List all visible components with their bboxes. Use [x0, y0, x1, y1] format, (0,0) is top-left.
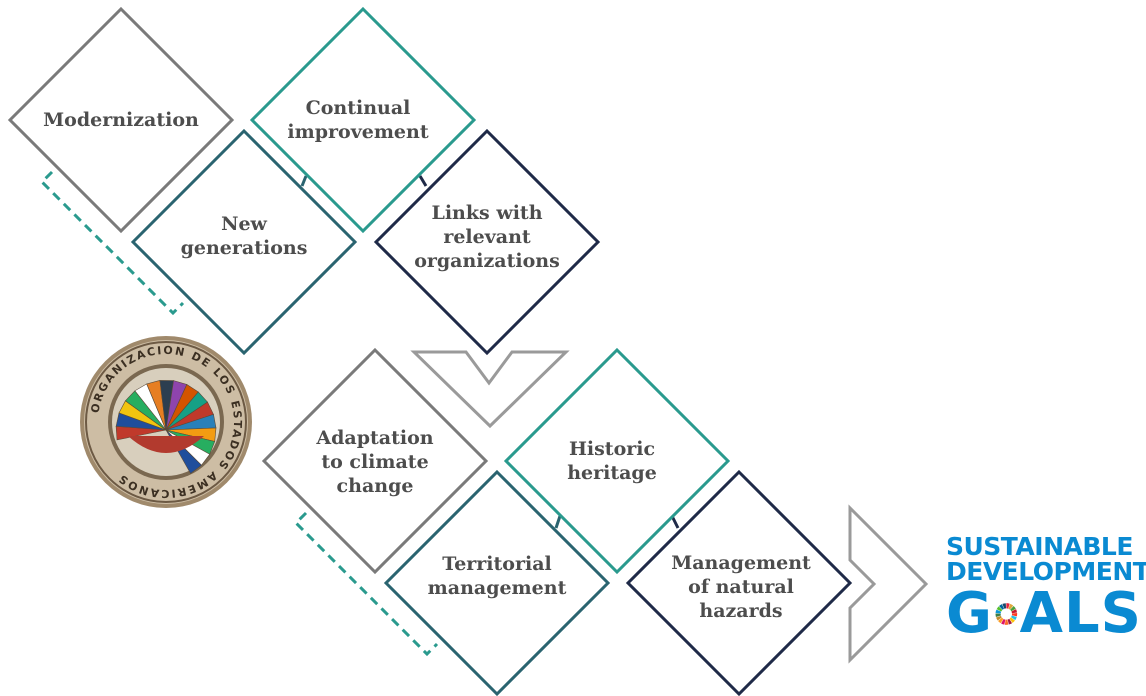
label-adaptation-climate: Adaptation to climate change: [316, 427, 434, 497]
sdg-wheel-segment: [996, 606, 1003, 612]
sdg-wheel-segment: [998, 617, 1004, 624]
sdg-wheel-segment: [1006, 603, 1010, 609]
label-new-generations: New generations: [180, 213, 308, 259]
chevron-right-arrow: [848, 504, 929, 664]
sdg-wheel-segment: [1011, 613, 1018, 617]
diamond-new-generations: [130, 128, 358, 356]
sdg-goals-suffix: ALS: [1019, 581, 1142, 646]
label-continual-improvement: Continual improvement: [287, 97, 429, 143]
sdg-wheel-segment: [1008, 603, 1014, 610]
connector-dashed-bottom: [293, 511, 439, 657]
sdg-wheel-segment: [995, 613, 1001, 617]
sdg-line-goals: G ALS: [946, 586, 1142, 642]
diamond-historic-heritage: [503, 347, 731, 575]
sdg-wheel-segment: [1001, 618, 1006, 625]
sdg-wheel-segment: [1010, 606, 1016, 612]
label-links-organizations: Links with relevant organizations: [414, 202, 560, 272]
label-natural-hazards: Management of natural hazards: [671, 552, 811, 622]
connector-small: [300, 175, 308, 187]
sdg-wheel-icon: [995, 603, 1018, 625]
diamond-adaptation-climate: [261, 347, 489, 575]
connector-small: [554, 515, 562, 529]
sdg-wheel-segment: [1009, 617, 1015, 623]
diamond-natural-hazards: [625, 469, 853, 696]
diamond-continual-improvement: [249, 6, 477, 234]
diamond-modernization: [7, 6, 235, 234]
sdg-goals-prefix: G: [946, 581, 993, 646]
seal-base: [128, 436, 204, 453]
sdg-wheel-segment: [999, 604, 1004, 610]
oas-seal: ORGANIZACION DE LOS ESTADOS AMERICANOS: [80, 336, 252, 508]
sdg-line-development: DEVELOPMENT: [946, 557, 1146, 586]
sdg-wheel-segment: [1010, 615, 1017, 621]
diamond-links-organizations: [373, 128, 601, 356]
label-historic-heritage: Historic heritage: [567, 438, 657, 484]
sdg-line-sustainable: SUSTAINABLE: [946, 532, 1133, 561]
diamond-territorial-management: [383, 469, 611, 696]
connector-small: [418, 175, 428, 187]
sdg-wheel-segment: [1002, 603, 1007, 609]
label-modernization: Modernization: [43, 109, 199, 131]
connector-dashed-top: [39, 170, 185, 316]
sdg-wheel-segment: [1011, 609, 1018, 614]
label-territorial-management: Territorial management: [427, 553, 567, 599]
sdg-logo: SUSTAINABLE DEVELOPMENT G ALS: [946, 532, 1146, 642]
sdg-wheel-segment: [1004, 619, 1009, 625]
chevron-down-arrow: [410, 350, 570, 429]
seal-flags: [115, 380, 217, 474]
sdg-wheel-segment: [996, 615, 1002, 621]
sdg-wheel-segment: [1007, 618, 1013, 625]
sdg-wheel-segment: [995, 609, 1002, 614]
